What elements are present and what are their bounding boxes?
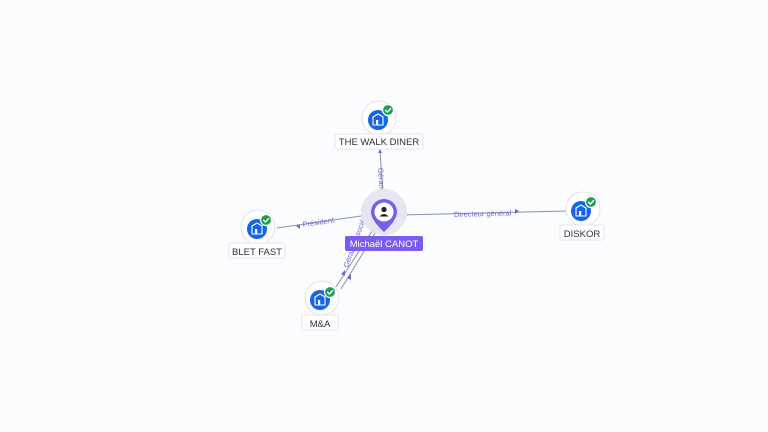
edge-walk-diner-label: Gérant xyxy=(376,168,387,192)
edge-ma-arrow-2 xyxy=(347,274,351,280)
company-name: THE WALK DINER xyxy=(339,137,420,148)
building-icon xyxy=(372,113,384,126)
person-name: Michaël CANOT xyxy=(350,239,419,250)
edge-blet-fast-label: Président xyxy=(302,216,336,229)
company-node-the-walk-diner[interactable]: THE WALK DINER xyxy=(334,100,424,150)
edges: Gérant Président Directeur général Géran… xyxy=(276,149,569,290)
edge-blet-fast-arrow xyxy=(296,224,300,229)
company-name: BLET FAST xyxy=(232,247,282,258)
verified-check-icon xyxy=(259,213,273,227)
company-node-m-and-a[interactable]: M&A xyxy=(301,280,340,331)
verified-check-icon xyxy=(584,195,598,209)
edge-diskor-label: Directeur général xyxy=(454,208,512,219)
edge-blet-fast xyxy=(276,214,369,229)
company-label-box xyxy=(228,242,286,259)
edge-walk-diner-arrow xyxy=(378,149,382,153)
edge-diskor xyxy=(399,210,569,216)
edge-walk-diner xyxy=(379,149,384,197)
building-icon xyxy=(314,293,326,306)
person-label-box xyxy=(345,236,423,251)
company-label-box xyxy=(334,133,424,150)
building-icon xyxy=(575,204,587,217)
verified-check-icon xyxy=(381,103,395,117)
company-name: M&A xyxy=(310,319,331,330)
edge-ma-arrow-1 xyxy=(341,270,345,276)
company-name: DISKOR xyxy=(564,229,601,240)
person-node-michael-canot[interactable]: Michaël CANOT xyxy=(345,189,423,251)
verified-check-icon xyxy=(323,285,337,299)
company-label-box xyxy=(301,314,339,331)
building-icon xyxy=(251,222,263,235)
edge-diskor-arrow xyxy=(515,209,519,214)
company-node-diskor[interactable]: DISKOR xyxy=(559,191,605,241)
person-icon xyxy=(379,206,389,217)
company-node-blet-fast[interactable]: BLET FAST xyxy=(228,209,286,259)
company-label-box xyxy=(559,224,605,241)
